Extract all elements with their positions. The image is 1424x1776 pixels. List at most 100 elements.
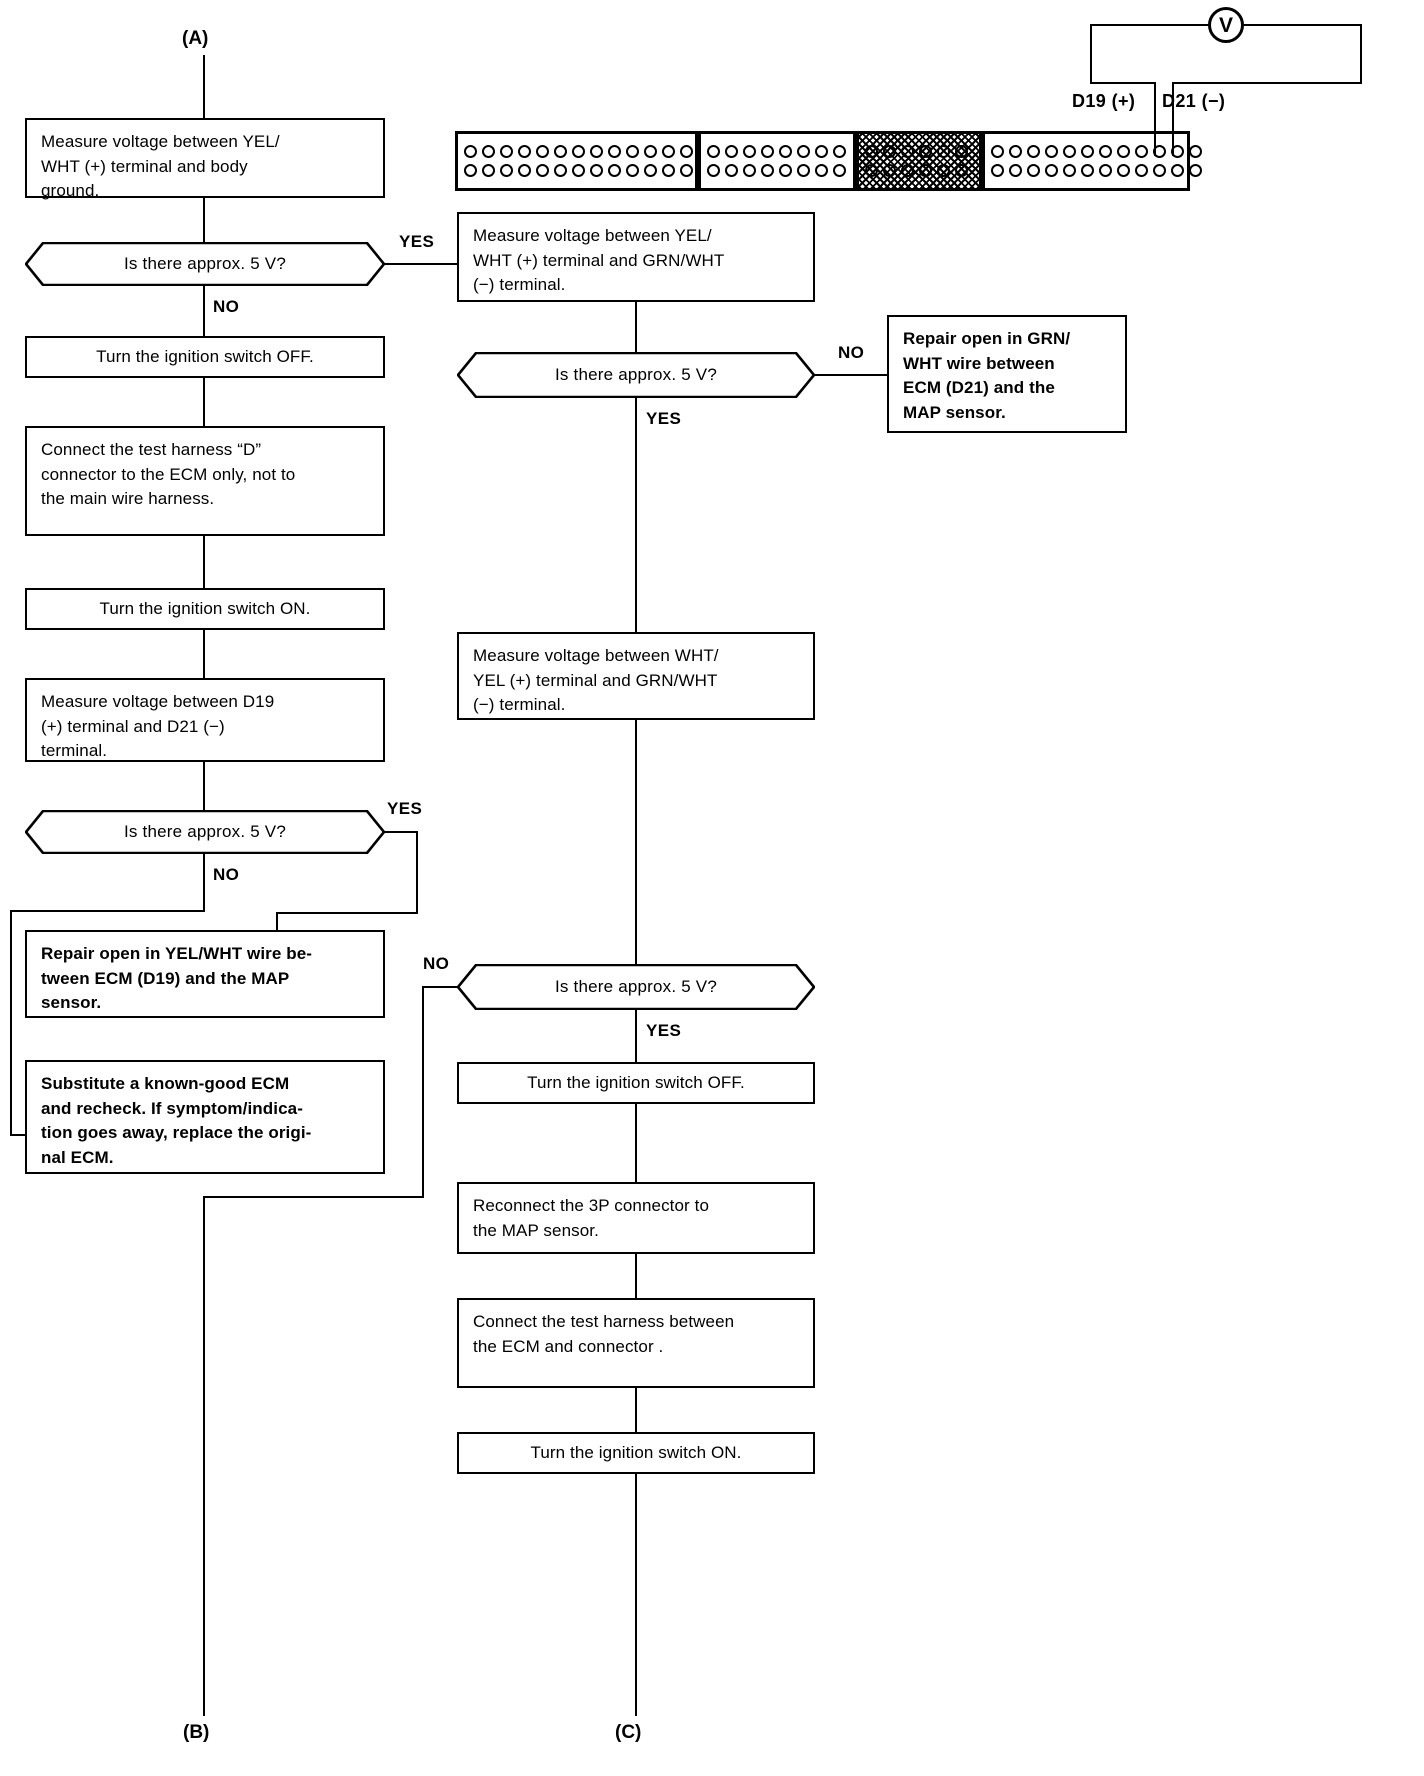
branch-label-no-3: NO [838, 343, 865, 362]
step-text: Turn the ignition switch OFF. [527, 1072, 745, 1092]
connector-pin [536, 144, 549, 158]
action-repair-open-grn-wht: Repair open in GRN/ WHT wire between ECM… [887, 315, 1127, 433]
step-measure-wht-yel-grn-wht: Measure voltage between WHT/ YEL (+) ter… [457, 632, 815, 720]
connector-pin [991, 164, 1004, 178]
meter-lead-left-down [1090, 24, 1092, 84]
connector-pin-d21 [1189, 144, 1202, 158]
hexagon-shape [457, 964, 815, 1010]
connector-line-a-to-first-step [203, 55, 205, 120]
connector-pin [1081, 164, 1094, 178]
ecm-connector-section-1 [455, 131, 698, 191]
branch-line-no-2 [203, 854, 205, 912]
step-text: Connect the test harness between the ECM… [473, 1312, 735, 1356]
connector-pin [1045, 164, 1058, 178]
action-substitute-known-good-ecm: Substitute a known-good ECM and recheck.… [25, 1060, 385, 1174]
pin-row-bottom [464, 164, 693, 178]
pin-row-top [991, 144, 1202, 158]
connector-pin [500, 164, 513, 178]
connector-pin [937, 144, 950, 158]
connector-pin [1009, 144, 1022, 158]
connector-pin [937, 164, 950, 178]
connector-pin [626, 144, 639, 158]
step-measure-d19-d21: Measure voltage between D19 (+) terminal… [25, 678, 385, 762]
connector-pin [1063, 144, 1076, 158]
branch-line-yes-4 [635, 1010, 637, 1062]
pin-row-bottom [991, 164, 1202, 178]
connector-pin [865, 164, 878, 178]
connector-pin [725, 164, 738, 178]
step-text: Turn the ignition switch OFF. [96, 346, 314, 366]
connector-line-to-c [635, 1474, 637, 1716]
meter-lead-right-down [1360, 24, 1362, 84]
pin-row-top [865, 144, 973, 158]
connector-pin [662, 144, 675, 158]
connector-line-5 [203, 762, 205, 810]
branch-line-no-3 [815, 374, 887, 376]
action-text: Repair open in GRN/ WHT wire between ECM… [903, 329, 1071, 422]
pin-row-top [707, 144, 847, 158]
connector-pin [833, 144, 846, 158]
ecm-connector-section-3-shaded [856, 131, 982, 191]
connector-pin [1045, 144, 1058, 158]
branch-line-yes-1 [385, 263, 457, 265]
step-turn-ignition-on-2: Turn the ignition switch ON. [457, 1432, 815, 1474]
connector-pin [500, 144, 513, 158]
voltmeter-icon: V [1208, 7, 1244, 43]
connector-line-2 [203, 378, 205, 426]
connector-pin [482, 164, 495, 178]
step-text: Turn the ignition switch ON. [99, 598, 311, 618]
connector-pin [1135, 144, 1148, 158]
connector-pin [554, 144, 567, 158]
meter-lead-left-top [1090, 24, 1210, 26]
connector-pin [725, 144, 738, 158]
connector-pin [779, 164, 792, 178]
branch-line-yes-2-v2 [276, 912, 278, 934]
connector-pin [883, 144, 896, 158]
connector-pin [761, 144, 774, 158]
connector-pin [919, 164, 932, 178]
connector-line-1 [203, 198, 205, 242]
branch-label-no-1: NO [213, 297, 240, 316]
connector-pin [779, 144, 792, 158]
meter-probe-d19 [1154, 82, 1156, 156]
connector-pin [955, 144, 968, 158]
connector-line-r4 [635, 1254, 637, 1298]
exit-tag-b: (B) [183, 1722, 210, 1743]
connector-pin [662, 164, 675, 178]
branch-label-no-2: NO [213, 865, 240, 884]
branch-label-yes-2: YES [387, 799, 423, 818]
connector-pin [991, 144, 1004, 158]
connector-pin [901, 144, 914, 158]
connector-line-r1 [635, 302, 637, 352]
connector-pin [1117, 144, 1130, 158]
connector-pin [743, 164, 756, 178]
connector-pin [1099, 144, 1112, 158]
connector-pin [743, 144, 756, 158]
connector-pin [901, 164, 914, 178]
connector-pin [1009, 164, 1022, 178]
action-text: Substitute a known-good ECM and recheck.… [41, 1074, 312, 1167]
connector-pin [644, 164, 657, 178]
connector-pin [1027, 164, 1040, 178]
step-text: Turn the ignition switch ON. [530, 1442, 742, 1462]
connector-pin [1153, 164, 1166, 178]
connector-line-4 [203, 630, 205, 678]
connector-pin [815, 144, 828, 158]
branch-line-no-4-h [422, 986, 457, 988]
pin-row-bottom [865, 164, 973, 178]
connector-pin [1027, 144, 1040, 158]
connector-pin [554, 164, 567, 178]
decision-text: Is there approx. 5 V? [554, 365, 717, 384]
step-text: Measure voltage between D19 (+) terminal… [41, 692, 275, 761]
connector-pin [707, 164, 720, 178]
connector-pin [1117, 164, 1130, 178]
connector-pin [833, 164, 846, 178]
connector-pin [482, 144, 495, 158]
connector-line-r2 [635, 720, 637, 964]
decision-is-there-approx-5v-1: Is there approx. 5 V? [25, 242, 385, 286]
connector-pin [883, 164, 896, 178]
connector-pin [518, 144, 531, 158]
meter-probe-d21 [1172, 82, 1174, 156]
connector-line-r5 [635, 1388, 637, 1432]
